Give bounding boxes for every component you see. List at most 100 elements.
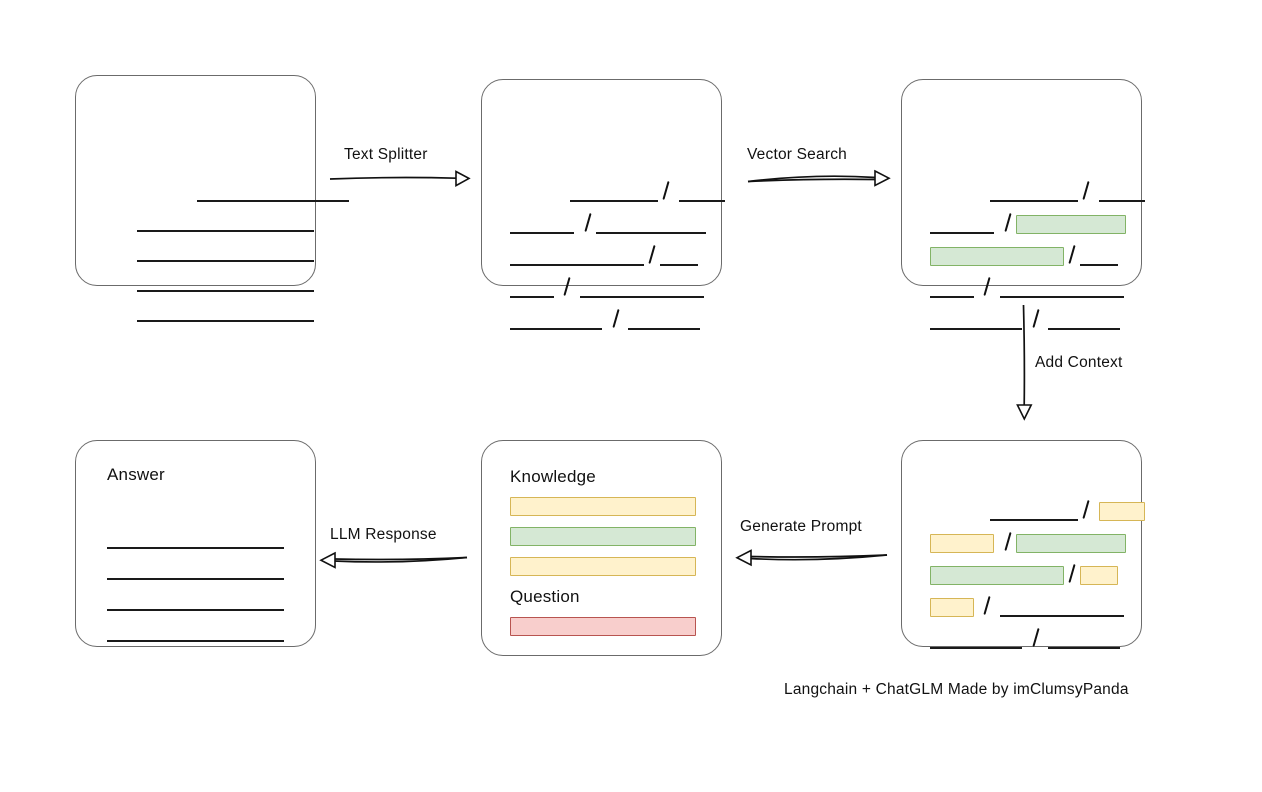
- text-line: [107, 527, 284, 549]
- text-rule-segment: [990, 499, 1078, 521]
- slash-separator-icon: [1064, 563, 1080, 585]
- text-rule-segment: [660, 244, 698, 266]
- slash-separator-icon: [1028, 627, 1044, 649]
- text-line: [137, 270, 314, 292]
- text-rule-segment: [1000, 595, 1124, 617]
- text-line: [137, 240, 314, 262]
- text-rule-segment: [1000, 276, 1124, 298]
- context-chunks-lines: [902, 441, 1145, 649]
- slash-separator-icon: [644, 244, 660, 266]
- text-line: [510, 212, 706, 234]
- text-line: [930, 276, 1124, 298]
- text-line: [930, 244, 1118, 266]
- node-retrieved-chunks[interactable]: [901, 79, 1145, 330]
- node-source-document[interactable]: [75, 75, 349, 322]
- highlight-yellow-segment: [1080, 566, 1118, 585]
- source-document-lines: [76, 76, 349, 322]
- text-rule-segment: [1099, 180, 1145, 202]
- node-prompt[interactable]: Knowledge Question: [481, 440, 722, 656]
- prompt-bar-yellow: [510, 497, 696, 516]
- slash-separator-icon: [1064, 244, 1080, 266]
- prompt-bar-yellow: [510, 557, 696, 576]
- slash-separator-icon: [979, 276, 995, 298]
- text-rule-segment: [197, 180, 349, 202]
- slash-separator-icon: [559, 276, 575, 298]
- slash-separator-icon: [608, 308, 624, 330]
- text-line: [990, 499, 1145, 521]
- highlight-yellow-segment: [1099, 502, 1145, 521]
- split-chunks-lines: [482, 80, 725, 330]
- retrieved-chunks-lines: [902, 80, 1145, 330]
- question-label: Question: [510, 587, 580, 606]
- text-line: [107, 620, 284, 642]
- text-rule-segment: [1048, 627, 1120, 649]
- text-rule-segment: [510, 212, 574, 234]
- text-rule-segment: [679, 180, 725, 202]
- text-line: [930, 595, 1124, 617]
- answer-lines: [76, 441, 315, 646]
- text-rule-segment: [628, 308, 700, 330]
- text-rule-segment: [107, 527, 284, 549]
- edge-label-text-splitter: Text Splitter: [344, 146, 428, 163]
- text-rule-segment: [107, 558, 284, 580]
- text-line: [990, 180, 1145, 202]
- prompt-bar-green: [510, 527, 696, 546]
- edge-label-add-context: Add Context: [1035, 354, 1123, 371]
- text-rule-segment: [570, 180, 658, 202]
- node-context-chunks[interactable]: [901, 440, 1145, 649]
- text-line: [137, 210, 314, 232]
- text-rule-segment: [930, 276, 974, 298]
- arrow-add-context: [1016, 304, 1033, 421]
- highlight-green-segment: [1016, 215, 1126, 234]
- highlight-green-segment: [930, 247, 1064, 266]
- slash-separator-icon: [580, 212, 596, 234]
- text-rule-segment: [1080, 244, 1118, 266]
- edge-label-generate-prompt: Generate Prompt: [740, 518, 862, 535]
- text-rule-segment: [990, 180, 1078, 202]
- highlight-green-segment: [930, 566, 1064, 585]
- answer-label: Answer: [107, 465, 165, 484]
- text-rule-segment: [137, 300, 314, 322]
- text-rule-segment: [510, 244, 644, 266]
- slash-separator-icon: [1078, 499, 1094, 521]
- arrow-llm-response: [319, 551, 468, 569]
- text-rule-segment: [510, 276, 554, 298]
- text-line: [510, 244, 698, 266]
- slash-separator-icon: [1000, 212, 1016, 234]
- highlight-yellow-segment: [930, 534, 994, 553]
- highlight-green-segment: [1016, 534, 1126, 553]
- text-rule-segment: [930, 308, 1022, 330]
- edge-label-vector-search: Vector Search: [747, 146, 847, 163]
- highlight-yellow-segment: [930, 598, 974, 617]
- text-line: [930, 627, 1120, 649]
- text-rule-segment: [930, 627, 1022, 649]
- text-rule-segment: [107, 620, 284, 642]
- prompt-bar-red: [510, 617, 696, 636]
- text-line: [107, 589, 284, 611]
- footer-credit: Langchain + ChatGLM Made by imClumsyPand…: [784, 681, 1129, 698]
- slash-separator-icon: [1000, 531, 1016, 553]
- text-line: [137, 300, 314, 322]
- arrow-text-splitter: [329, 170, 471, 187]
- slash-separator-icon: [1078, 180, 1094, 202]
- text-line: [570, 180, 725, 202]
- text-line: [930, 563, 1118, 585]
- slash-separator-icon: [979, 595, 995, 617]
- text-rule-segment: [510, 308, 602, 330]
- text-line: [930, 308, 1120, 330]
- text-rule-segment: [930, 212, 994, 234]
- text-rule-segment: [1048, 308, 1120, 330]
- text-rule-segment: [137, 240, 314, 262]
- text-line: [510, 308, 700, 330]
- text-line: [930, 531, 1126, 553]
- arrow-vector-search: [747, 169, 891, 187]
- text-rule-segment: [596, 212, 706, 234]
- text-line: [510, 276, 704, 298]
- node-split-chunks[interactable]: [481, 79, 725, 330]
- text-line: [197, 180, 349, 202]
- text-rule-segment: [107, 589, 284, 611]
- slash-separator-icon: [658, 180, 674, 202]
- text-rule-segment: [137, 210, 314, 232]
- node-answer[interactable]: Answer: [75, 440, 316, 647]
